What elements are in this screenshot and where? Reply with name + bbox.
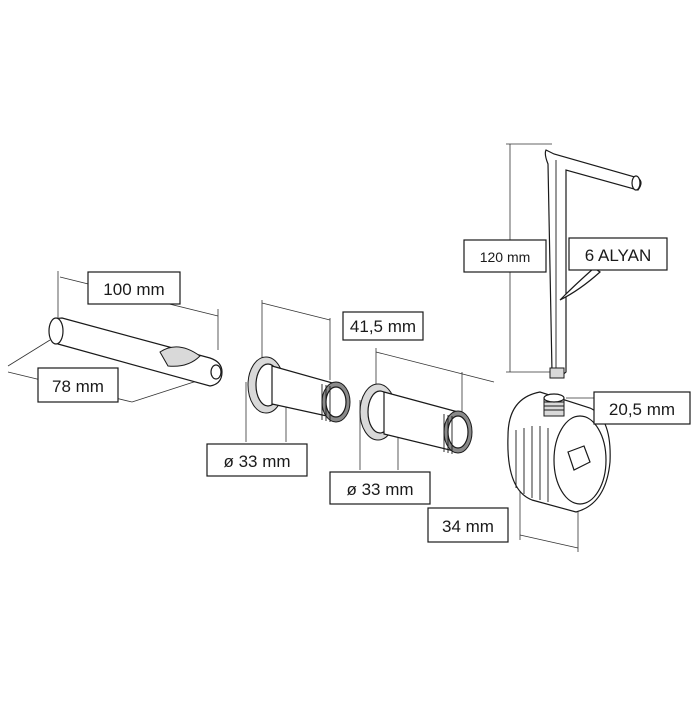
label-text-key-name: 6 ALYAN bbox=[585, 246, 651, 265]
label-text-bush1-diameter: ø 33 mm bbox=[223, 452, 290, 471]
label-key-length: 120 mm bbox=[463, 239, 547, 273]
label-text-cam-height: 20,5 mm bbox=[609, 400, 675, 419]
label-cam-width: 34 mm bbox=[427, 507, 509, 543]
label-bush2-diameter: ø 33 mm bbox=[329, 471, 431, 505]
label-text-key-length: 120 mm bbox=[480, 249, 531, 265]
bush-1 bbox=[247, 356, 351, 423]
dowel-pin bbox=[48, 317, 223, 387]
label-text-cam-width: 34 mm bbox=[442, 517, 494, 536]
label-pin-length: 100 mm bbox=[87, 271, 181, 305]
label-pin-depth: 78 mm bbox=[37, 367, 119, 403]
bush-2 bbox=[359, 383, 473, 454]
label-bush1-diameter: ø 33 mm bbox=[206, 443, 308, 477]
cam-lock bbox=[507, 391, 611, 513]
label-key-name: 6 ALYAN bbox=[568, 237, 668, 271]
label-text-pin-depth: 78 mm bbox=[52, 377, 104, 396]
label-text-bush-length: 41,5 mm bbox=[350, 317, 416, 336]
key-pointer-arrow bbox=[559, 267, 601, 301]
label-bush-length: 41,5 mm bbox=[342, 311, 424, 341]
label-text-pin-length: 100 mm bbox=[103, 280, 164, 299]
label-cam-height: 20,5 mm bbox=[593, 391, 691, 425]
allen-key bbox=[544, 149, 642, 379]
label-text-bush2-diameter: ø 33 mm bbox=[346, 480, 413, 499]
